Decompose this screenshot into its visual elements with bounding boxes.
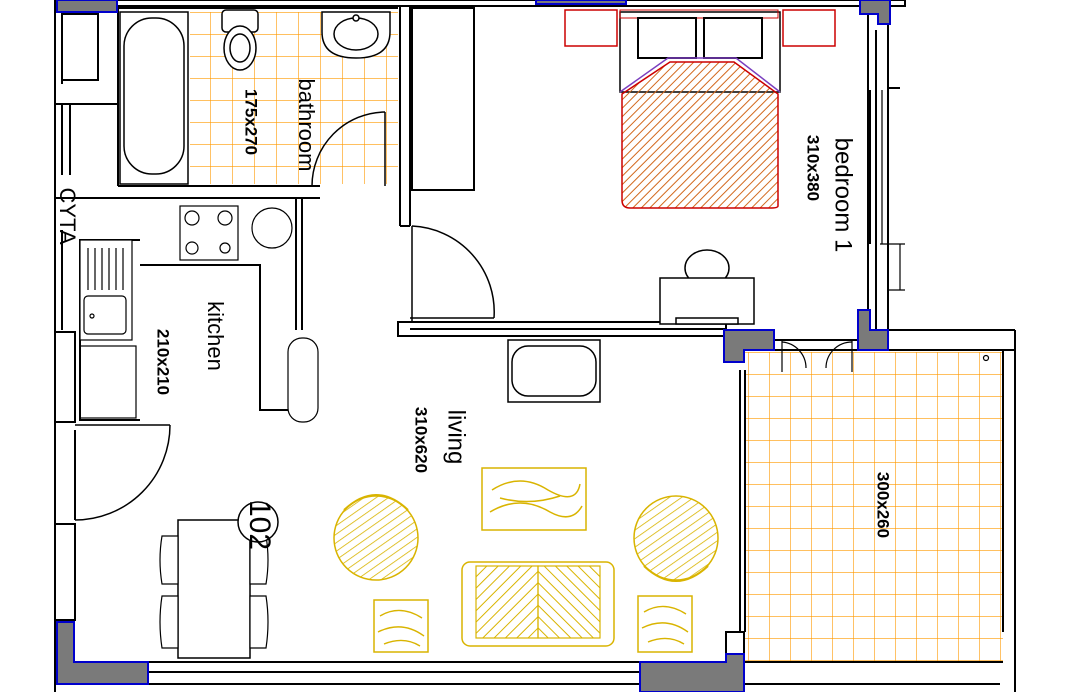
bedroom-window	[880, 90, 905, 291]
pillow-right	[703, 17, 763, 59]
bedroom-size-label: 310x380	[804, 135, 823, 201]
apartment-number-circle	[237, 501, 279, 543]
balcony-size-label: 300x260	[874, 472, 893, 538]
nightstand-right	[782, 9, 836, 47]
kitchen-sliding-door	[287, 337, 319, 423]
nightstand-left	[564, 9, 618, 47]
living-size-label: 310x620	[412, 407, 431, 473]
bed	[619, 9, 781, 209]
toilet	[221, 9, 259, 71]
structural-columns	[56, 0, 891, 692]
bathroom-name-label: bathroom	[294, 79, 319, 172]
fridge	[79, 345, 137, 419]
dining-chairs	[159, 535, 269, 649]
coffee-table	[481, 467, 587, 531]
bathroom-size-label: 175x270	[242, 89, 261, 155]
desk-with-chair	[659, 249, 755, 325]
balcony-door	[781, 340, 990, 372]
kitchen-round-appliance	[251, 207, 293, 249]
bathroom-door	[311, 111, 386, 187]
washbasin	[321, 11, 391, 59]
dining-table	[177, 519, 251, 659]
side-table-right	[637, 595, 693, 653]
walls	[54, 0, 1016, 692]
armchair-left	[333, 494, 419, 581]
bed-cover	[621, 61, 779, 209]
cyta-label: CYTA	[55, 187, 80, 244]
kitchen-sink	[79, 239, 133, 341]
bathtub	[119, 11, 189, 185]
armchair-right	[633, 495, 719, 582]
kitchen-size-label: 210x210	[154, 329, 173, 395]
pillow-left	[637, 17, 697, 59]
living-name-label: living	[443, 410, 470, 465]
kitchen-name-label: kitchen	[203, 301, 228, 371]
apartment-number: 102	[243, 500, 276, 550]
side-table-left	[373, 599, 429, 653]
cooktop	[179, 205, 239, 261]
bedroom-name-label: bedroom 1	[830, 138, 857, 253]
balcony-tile-floor	[745, 352, 1003, 662]
entrance-door	[74, 424, 171, 521]
tv-unit	[507, 339, 601, 403]
sofa	[461, 561, 615, 647]
bedroom-door	[410, 225, 495, 322]
